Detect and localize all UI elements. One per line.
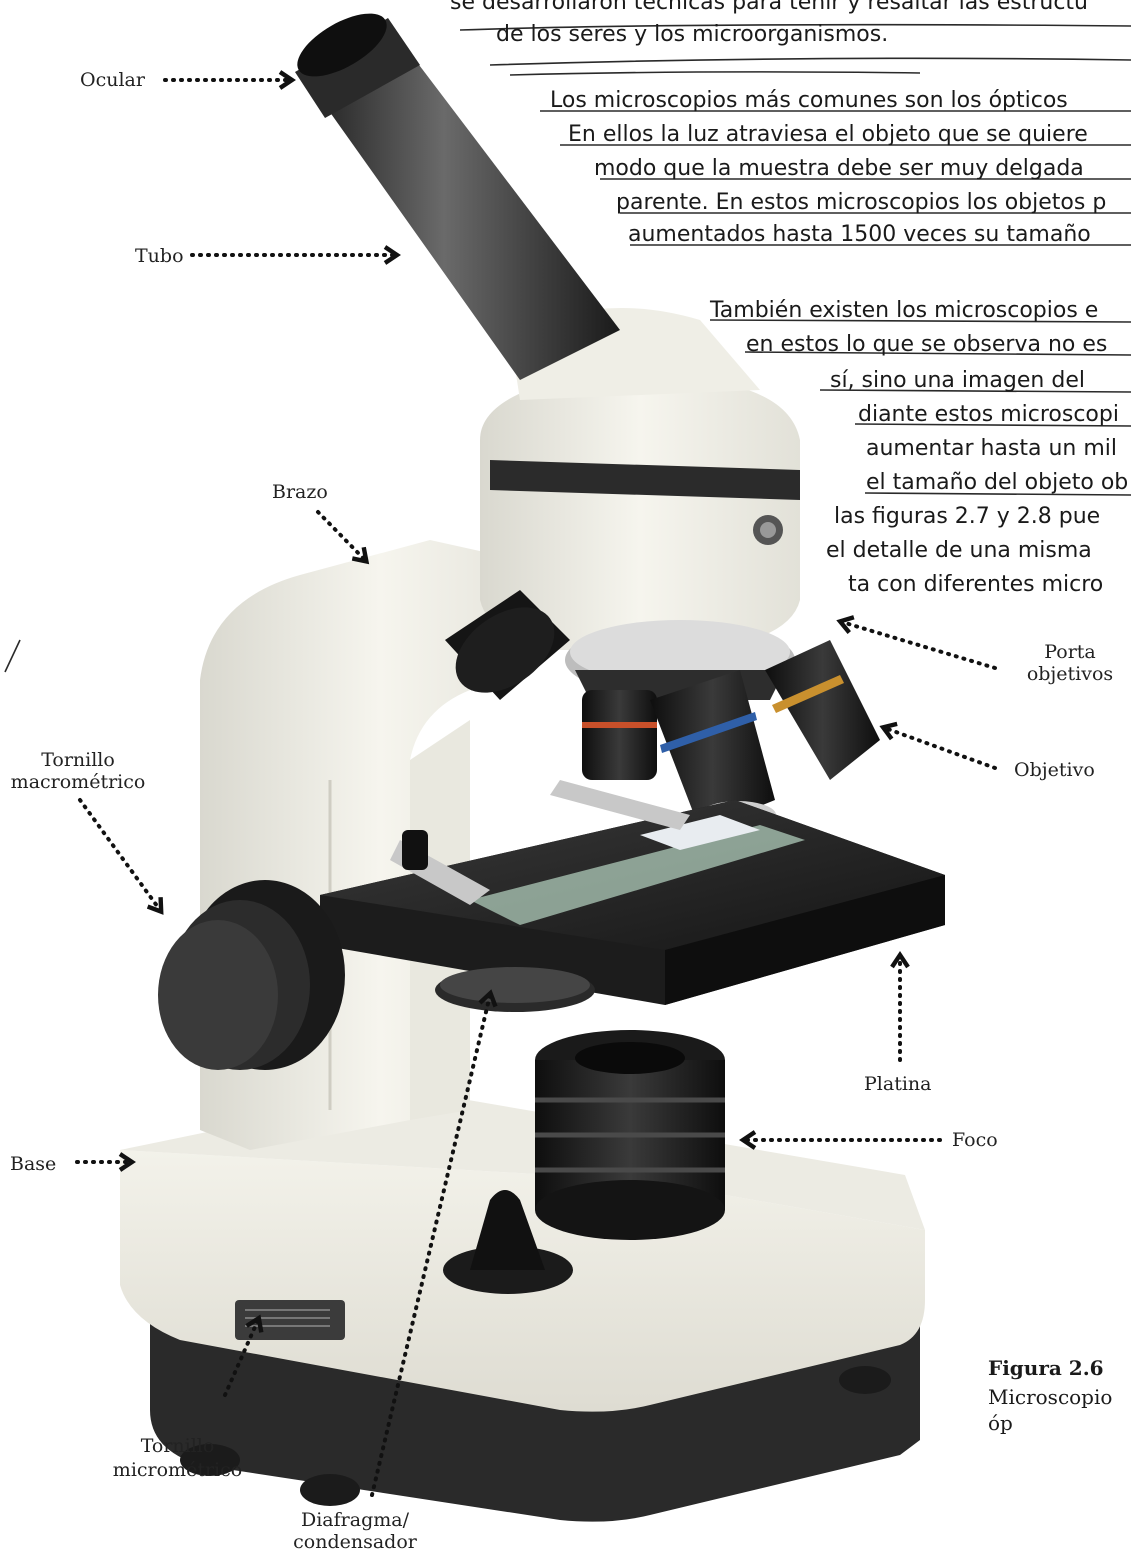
label-objetivo: Objetivo <box>1014 758 1095 782</box>
label-porta-objetivos-line2: objetivos <box>1020 662 1120 686</box>
coarse-focus-knob <box>158 880 345 1070</box>
label-base: Base <box>10 1152 56 1176</box>
paragraph2-line5: aumentar hasta un mil <box>866 436 1117 462</box>
label-tubo: Tubo <box>135 244 184 268</box>
label-foco: Foco <box>952 1128 998 1152</box>
label-platina: Platina <box>864 1072 931 1096</box>
nosepiece <box>440 590 880 830</box>
paragraph2-line2: en estos lo que se observa no es <box>746 332 1107 358</box>
label-diafragma-line1: Diafragma/ <box>285 1508 425 1532</box>
paragraph1-line3: modo que la muestra debe ser muy delgada <box>594 156 1084 182</box>
label-ocular: Ocular <box>80 68 145 92</box>
figure-caption: Microscopio óp <box>988 1384 1131 1436</box>
eyepiece-tube <box>288 1 620 380</box>
text-line-top-2: de los seres y los microorganismos. <box>496 22 888 48</box>
label-tornillo-macrometrico-line1: Tornillo <box>8 748 148 772</box>
label-tornillo-macrometrico-line2: macrométrico <box>8 770 148 794</box>
paragraph1-line2: En ellos la luz atraviesa el objeto que … <box>568 122 1088 148</box>
paragraph1-line4: parente. En estos microscopios los objet… <box>616 190 1106 216</box>
label-porta-objetivos-line1: Porta <box>1020 640 1120 664</box>
text-line-top-1: se desarrollaron técnicas para teñir y r… <box>450 0 1088 16</box>
light-source <box>535 1030 725 1240</box>
paragraph1-line1: Los microscopios más comunes son los ópt… <box>550 88 1068 114</box>
paragraph2-line4: diante estos microscopi <box>858 402 1119 428</box>
label-tornillo-micrometrico-line2: micrométrico <box>105 1458 250 1482</box>
paragraph2-line7: las figuras 2.7 y 2.8 pue <box>834 504 1100 530</box>
label-diafragma-line2: condensador <box>285 1530 425 1554</box>
paragraph2-line3: sí, sino una imagen del <box>830 368 1085 394</box>
paragraph2-line8: el detalle de una misma <box>826 538 1092 564</box>
label-brazo: Brazo <box>272 480 328 504</box>
paragraph1-line5: aumentados hasta 1500 veces su tamaño <box>628 222 1091 248</box>
paragraph2-line6: el tamaño del objeto ob <box>866 470 1128 496</box>
paragraph2-line1: También existen los microscopios e <box>710 298 1098 324</box>
label-tornillo-micrometrico-line1: Tornillo <box>105 1434 250 1458</box>
paragraph2-line9: ta con diferentes micro <box>848 572 1103 598</box>
figure-number: Figura 2.6 <box>988 1355 1104 1381</box>
